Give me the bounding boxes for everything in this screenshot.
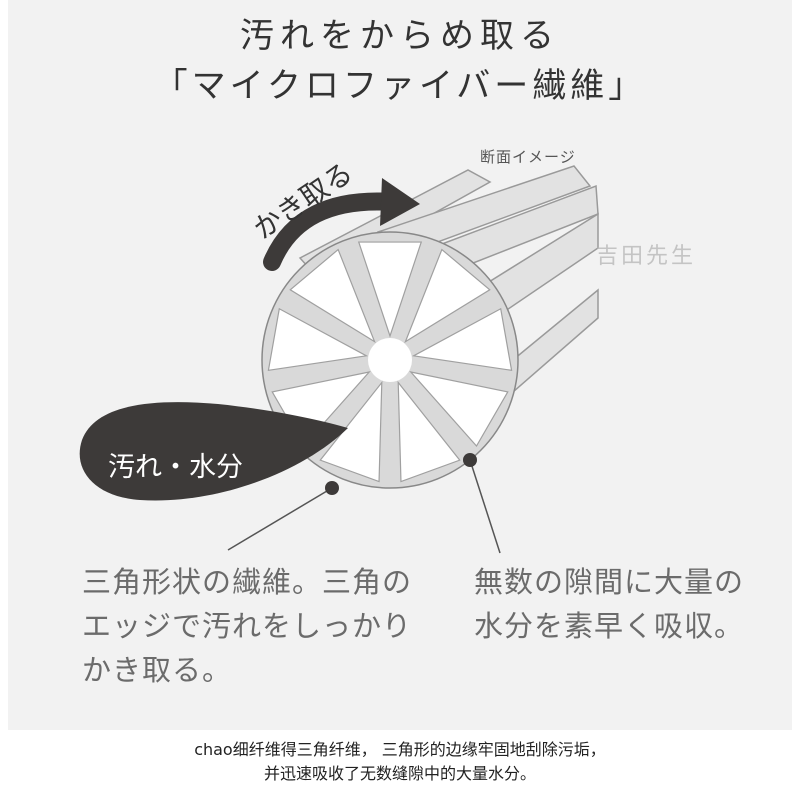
caption-line: chao细纤维得三角纤维， 三角形的边缘牢固地刮除污垢， [0, 738, 800, 762]
description-left-line: 三角形状の繊維。三角の [82, 560, 422, 604]
description-left-line: かき取る。 [82, 648, 422, 692]
callout-line-left [228, 488, 332, 550]
dirt-water-label: 汚れ・水分 [108, 452, 243, 483]
description-right-line: 水分を素早く吸収。 [474, 604, 774, 648]
cross-section-label: 断面イメージ [480, 146, 576, 167]
description-right: 無数の隙間に大量の 水分を素早く吸収。 [474, 560, 774, 648]
description-left-line: エッジで汚れをしっかり [82, 604, 422, 648]
description-right-line: 無数の隙間に大量の [474, 560, 774, 604]
callout-dot-left [325, 481, 339, 495]
description-left: 三角形状の繊維。三角の エッジで汚れをしっかり かき取る。 [82, 560, 422, 692]
caption: chao细纤维得三角纤维， 三角形的边缘牢固地刮除污垢， 并迅速吸收了无数缝隙中… [0, 738, 800, 786]
callout-dot-right [463, 453, 477, 467]
watermark: 吉田先生 [596, 238, 696, 270]
callout-line-right [470, 460, 500, 553]
caption-line: 并迅速吸收了无数缝隙中的大量水分。 [0, 762, 800, 786]
